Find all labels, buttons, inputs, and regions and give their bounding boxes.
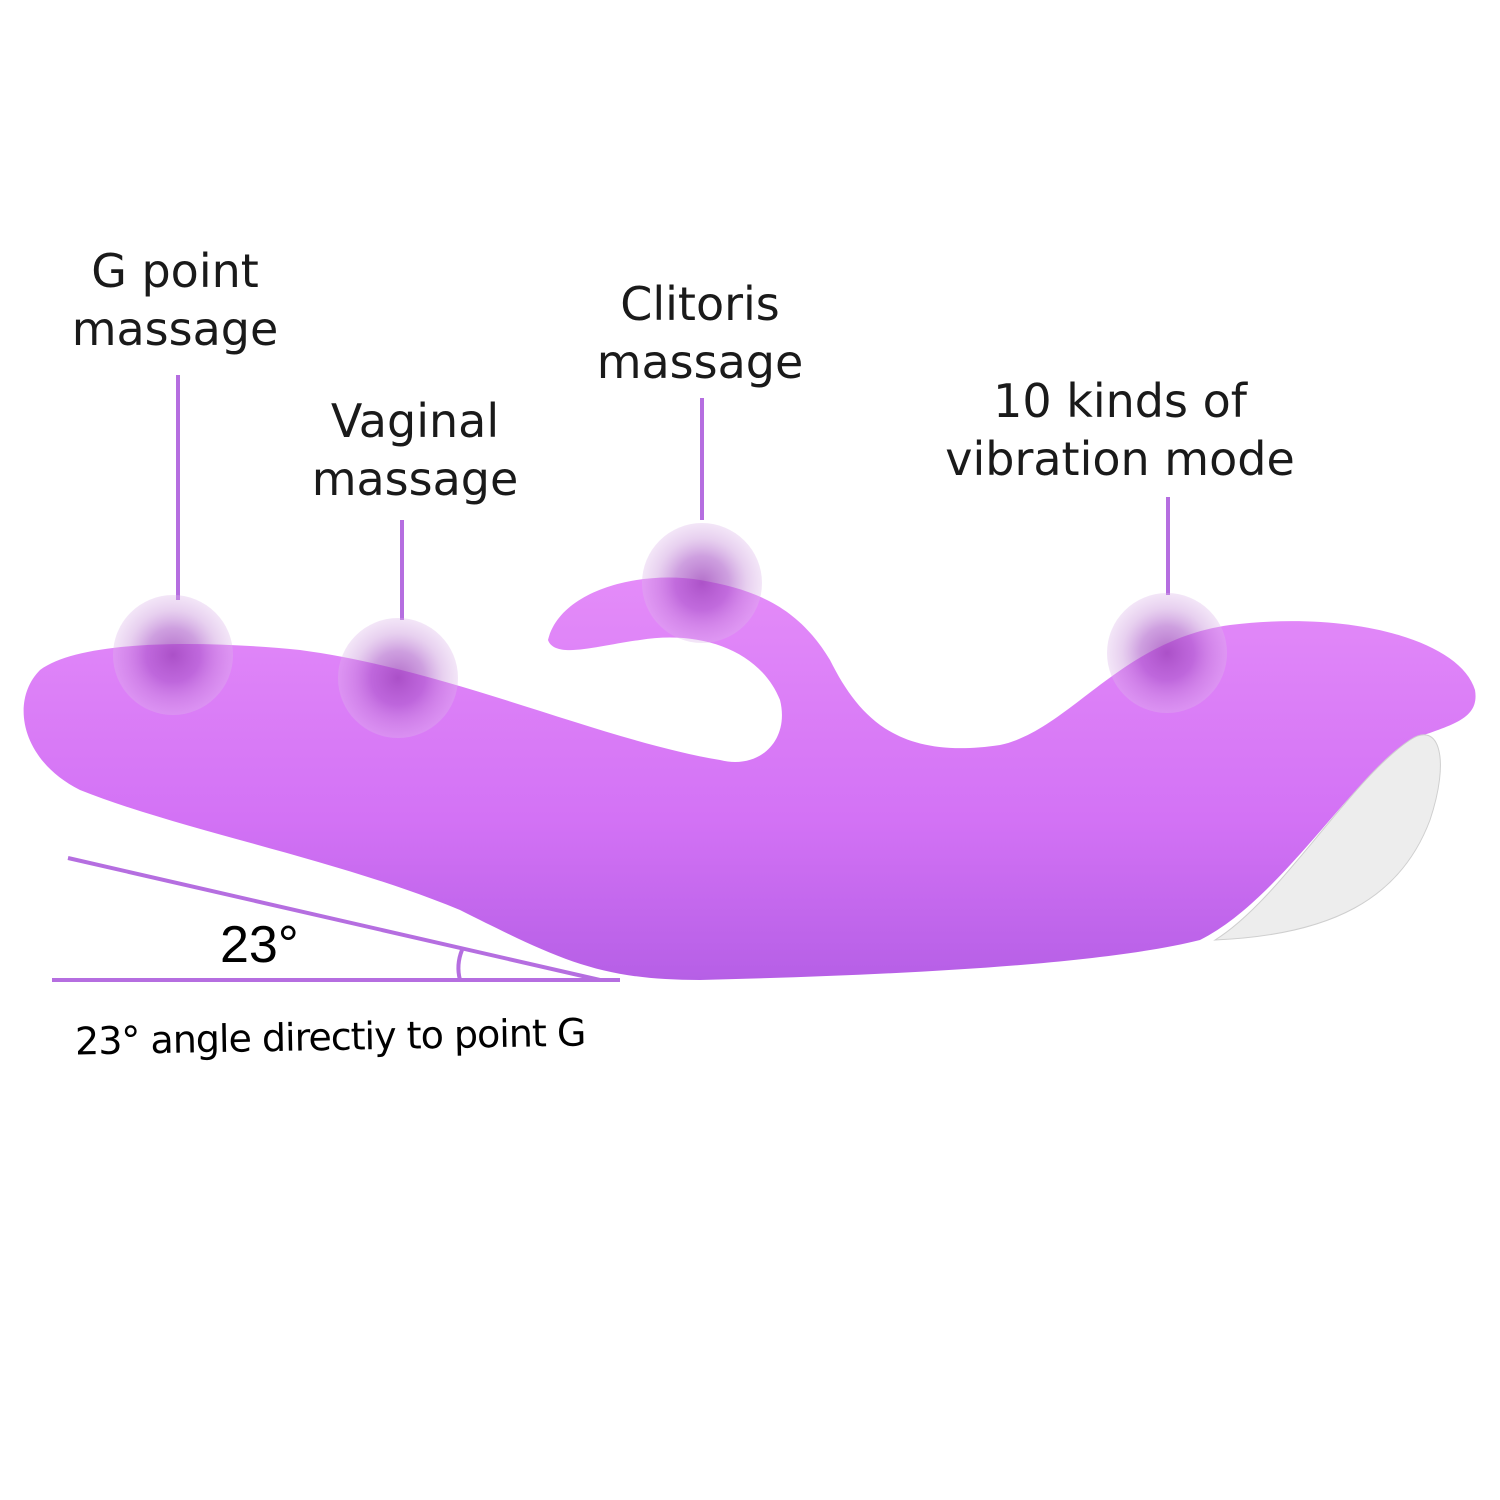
handle-cap xyxy=(1213,734,1441,941)
angle-lines xyxy=(52,856,620,982)
label-line: massage xyxy=(71,302,279,356)
vibration-label: 10 kinds of vibration mode xyxy=(920,372,1320,488)
label-line: vibration mode xyxy=(945,432,1295,486)
label-line: Vaginal xyxy=(330,394,500,448)
hotspot-markers xyxy=(113,523,1227,738)
vaginal-label: Vaginal massage xyxy=(295,392,535,508)
label-line: massage xyxy=(596,335,804,389)
clitoris-label: Clitoris massage xyxy=(575,275,825,391)
label-line: massage xyxy=(311,452,519,506)
angle-label: 23° xyxy=(220,916,299,974)
vibration-marker xyxy=(1107,593,1227,713)
clitoris-marker xyxy=(642,523,762,643)
vaginal-marker xyxy=(338,618,458,738)
label-line: Clitoris xyxy=(620,277,780,331)
g-point-marker xyxy=(113,595,233,715)
callout-lines xyxy=(176,375,1170,620)
g-point-label: G point massage xyxy=(55,242,295,358)
label-line: 10 kinds of xyxy=(993,374,1247,428)
angle-caption: 23° angle directiy to point G xyxy=(74,1010,586,1064)
label-line: G point xyxy=(91,244,259,298)
